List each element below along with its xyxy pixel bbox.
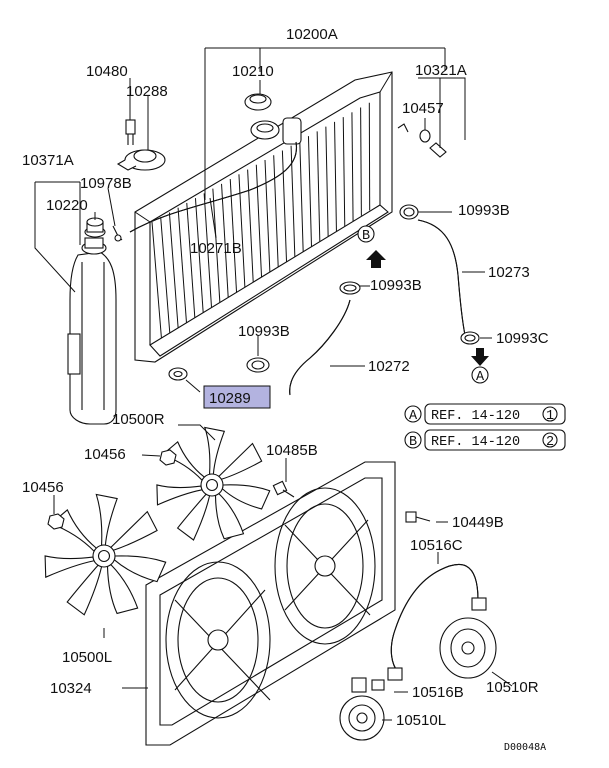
mount-bracket: [116, 149, 166, 171]
label-10456-a: 10456: [84, 446, 126, 463]
flow-arrow-b: [366, 250, 386, 268]
label-10500l: 10500L: [62, 649, 112, 666]
svg-text:B: B: [362, 229, 370, 244]
upper-hose: [417, 219, 466, 336]
label-10288: 10288: [126, 83, 168, 100]
reference-page-b: 2: [546, 435, 554, 450]
fan-left: [44, 493, 167, 616]
radiator-cap: [244, 93, 272, 111]
label-10289: 10289: [209, 390, 251, 407]
label-10449b: 10449B: [452, 514, 504, 531]
fan-motor-right: [439, 617, 497, 679]
reference-row-b: B REF. 14-120 2: [404, 429, 566, 451]
lower-hose: [289, 299, 351, 396]
fan-shroud: [145, 461, 396, 746]
hose-clamp-mid: [339, 281, 361, 295]
label-10516b: 10516B: [412, 684, 464, 701]
label-10457: 10457: [402, 100, 444, 117]
label-10500r: 10500R: [112, 411, 165, 428]
marker-a-near-hose: A: [471, 366, 489, 385]
hose-clip-10978b: [112, 225, 123, 242]
diagram-code: D00048A: [504, 742, 546, 753]
highlight-box-10289: [203, 385, 271, 409]
label-10321a: 10321A: [415, 62, 467, 79]
nut-10456-b: [47, 513, 65, 530]
harness-10516b: [351, 667, 403, 693]
label-10993b-low: 10993B: [238, 323, 290, 340]
reference-page-a: 1: [546, 409, 554, 424]
reference-marker-a: A: [409, 409, 418, 424]
leader-lines: [34, 47, 513, 721]
hose-clamp-top: [399, 204, 419, 220]
reference-legend: A REF. 14-120 1 B REF. 14-120 2: [404, 403, 566, 451]
label-10273: 10273: [488, 264, 530, 281]
label-10371a: 10371A: [22, 152, 74, 169]
label-10510r: 10510R: [486, 679, 539, 696]
label-10993b-mid: 10993B: [370, 277, 422, 294]
label-10220: 10220: [46, 197, 88, 214]
hose-clamp-c: [460, 331, 480, 345]
label-10271b: 10271B: [190, 240, 242, 257]
reference-text-a: REF. 14-120: [431, 409, 520, 424]
label-10272: 10272: [368, 358, 410, 375]
filler-neck: [250, 117, 302, 145]
bracket-10457: [419, 129, 431, 143]
bolt-10485b: [272, 480, 295, 498]
reservoir-tank: [67, 237, 117, 425]
harness-10516c: [390, 563, 487, 673]
label-10516c: 10516C: [410, 537, 463, 554]
reference-marker-b: B: [409, 435, 417, 450]
label-10480: 10480: [86, 63, 128, 80]
label-10200a: 10200A: [286, 26, 338, 43]
bracket-10321a: [397, 123, 447, 158]
label-10324: 10324: [50, 680, 92, 697]
fan-right: [156, 426, 271, 541]
radiator: [134, 71, 393, 363]
reference-text-b: REF. 14-120: [431, 435, 520, 450]
label-10510l: 10510L: [396, 712, 446, 729]
svg-text:A: A: [476, 370, 485, 385]
marker-b-near-hose: B: [357, 225, 375, 244]
label-10210: 10210: [232, 63, 274, 80]
bolt-10449b: [405, 511, 431, 523]
label-10993c: 10993C: [496, 330, 549, 347]
reference-row-a: A REF. 14-120 1: [404, 403, 566, 425]
nut-10456-a: [159, 449, 177, 466]
reservoir-cap: [84, 217, 106, 238]
label-10485b: 10485B: [266, 442, 318, 459]
hose-clamp-low: [246, 357, 270, 373]
bolt-10480: [125, 119, 136, 145]
label-10993b-top: 10993B: [458, 202, 510, 219]
label-10978b: 10978B: [80, 175, 132, 192]
drain-plug: [168, 367, 188, 381]
label-10456-b: 10456: [22, 479, 64, 496]
flow-arrow-a: [471, 348, 489, 366]
fan-motor-left: [339, 695, 385, 741]
